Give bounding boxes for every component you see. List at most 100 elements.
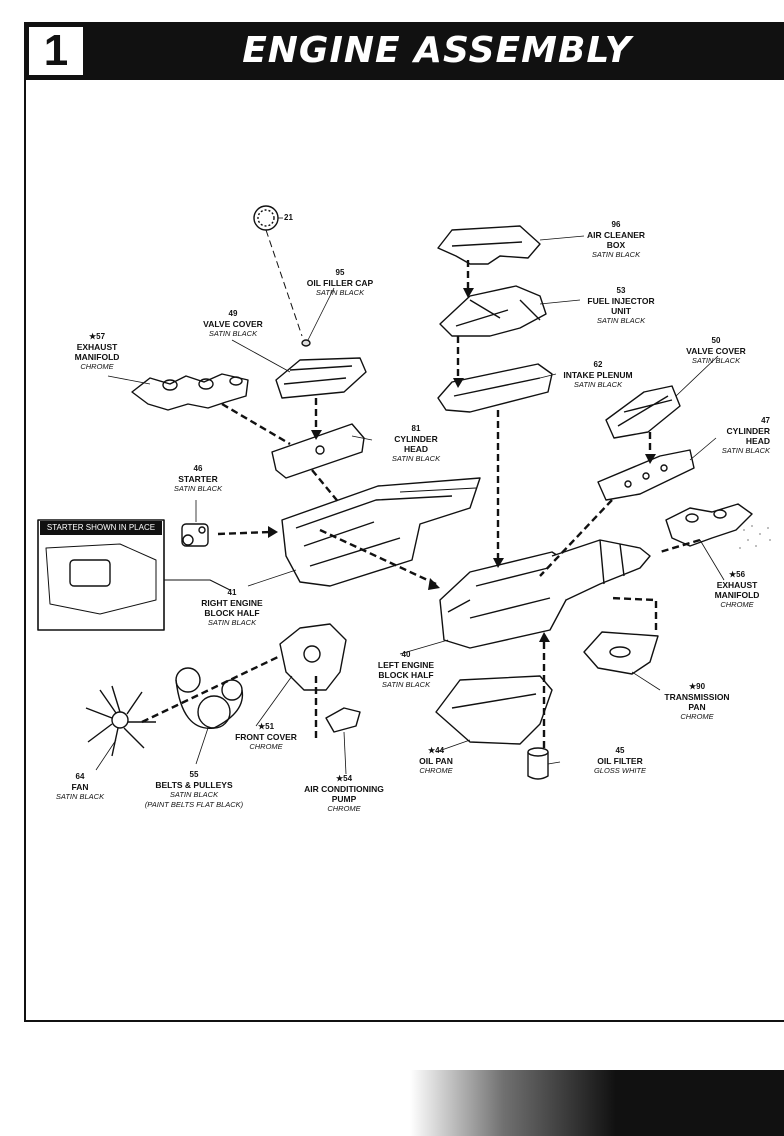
- front-cover-part: [279, 623, 347, 691]
- air-cleaner-box-part: [437, 225, 541, 265]
- footer-bar: [410, 1070, 784, 1136]
- part-name: CYLINDER HEAD: [394, 434, 438, 454]
- air-conditioning-pump-part: [325, 707, 361, 733]
- part-finish: SATIN BLACK: [381, 680, 431, 689]
- part-name: VALVE COVER: [203, 319, 263, 329]
- part-number: ★56: [728, 570, 746, 579]
- part-finish: CHROME: [720, 600, 754, 609]
- part-name: OIL PAN: [419, 756, 453, 766]
- part-finish: SATIN BLACK: [573, 380, 623, 389]
- fuel-injector-unit-part: [439, 285, 547, 337]
- part-name: AIR CLEANER BOX: [586, 230, 646, 250]
- part-number: 62: [593, 360, 603, 369]
- step-number: 1: [26, 24, 86, 78]
- part-name: STARTER: [178, 474, 218, 484]
- part-finish: SATIN BLACK: [55, 792, 105, 801]
- part-label-90: ★90 TRANSMISSION PAN CHROME: [652, 682, 742, 722]
- oil-pan-part: [435, 675, 553, 745]
- page-title: ENGINE ASSEMBLY: [242, 30, 632, 71]
- part-name: RIGHT ENGINE BLOCK HALF: [201, 598, 263, 618]
- part-number: 95: [335, 268, 345, 277]
- part-label-95: 95 OIL FILLER CAP SATIN BLACK: [290, 268, 390, 298]
- part-label-56: ★56 EXHAUST MANIFOLD CHROME: [704, 570, 770, 610]
- decal-part: [253, 205, 279, 231]
- part-label-44: ★44 OIL PAN CHROME: [404, 746, 468, 776]
- part-label-81: 81 CYLINDER HEAD SATIN BLACK: [372, 424, 460, 464]
- part-name: OIL FILLER CAP: [306, 278, 374, 288]
- part-number: ★90: [688, 682, 706, 691]
- starter-inset-frame: [37, 519, 231, 631]
- part-name: BELTS & PULLEYS: [155, 780, 233, 790]
- part-finish: SATIN BLACK: [391, 454, 441, 463]
- part-number: 41: [227, 588, 237, 597]
- part-name: TRANSMISSION PAN: [664, 692, 730, 712]
- part-label-45: 45 OIL FILTER GLOSS WHITE: [584, 746, 656, 776]
- part-name: AIR CONDITIONING PUMP: [304, 784, 384, 804]
- part-finish: SATIN BLACK: [208, 329, 258, 338]
- part-number: ★51: [257, 722, 275, 731]
- part-number: 49: [228, 309, 238, 318]
- part-note: (PAINT BELTS FLAT BLACK): [144, 800, 244, 809]
- part-name: VALVE COVER: [686, 346, 746, 356]
- part-label-46: 46 STARTER SATIN BLACK: [156, 464, 240, 494]
- part-name: INTAKE PLENUM: [563, 370, 633, 380]
- part-name: LEFT ENGINE BLOCK HALF: [377, 660, 435, 680]
- part-number: 64: [75, 772, 85, 781]
- exhaust-manifold-57-part: [131, 373, 249, 411]
- part-number: ★54: [335, 774, 353, 783]
- part-finish: SATIN BLACK: [207, 618, 257, 627]
- right-engine-block-part: [281, 477, 481, 587]
- part-finish: SATIN BLACK: [173, 484, 223, 493]
- starter-inset-label: STARTER SHOWN IN PLACE: [40, 521, 162, 535]
- part-finish: SATIN BLACK: [691, 356, 741, 365]
- part-finish: SATIN BLACK: [315, 288, 365, 297]
- part-label-50: 50 VALVE COVER SATIN BLACK: [676, 336, 756, 366]
- part-number: 55: [189, 770, 199, 779]
- part-number: 40: [401, 650, 411, 659]
- part-name: EXHAUST MANIFOLD: [714, 580, 760, 600]
- part-name: OIL FILTER: [597, 756, 643, 766]
- part-finish: SATIN BLACK: [596, 316, 646, 325]
- part-label-21: 21: [284, 213, 293, 223]
- exhaust-manifold-56-part: [665, 503, 753, 547]
- part-name: CYLINDER HEAD: [726, 426, 770, 446]
- transmission-pan-part: [583, 631, 659, 675]
- title-bar: [24, 22, 784, 80]
- part-label-51: ★51 FRONT COVER CHROME: [220, 722, 312, 752]
- part-label-55: 55 BELTS & PULLEYS SATIN BLACK (PAINT BE…: [136, 770, 252, 810]
- part-label-40: 40 LEFT ENGINE BLOCK HALF SATIN BLACK: [360, 650, 452, 690]
- part-label-57: ★57 EXHAUST MANIFOLD CHROME: [52, 332, 142, 372]
- part-label-64: 64 FAN SATIN BLACK: [48, 772, 112, 802]
- part-label-62: 62 INTAKE PLENUM SATIN BLACK: [552, 360, 644, 390]
- diagram-frame: [24, 80, 784, 1022]
- part-finish: CHROME: [327, 804, 361, 813]
- part-number: 47: [761, 416, 770, 425]
- part-finish: CHROME: [680, 712, 714, 721]
- part-number: ★44: [427, 746, 445, 755]
- left-engine-block-part: [439, 539, 651, 649]
- part-finish: CHROME: [419, 766, 453, 775]
- part-label-49: 49 VALVE COVER SATIN BLACK: [188, 309, 278, 339]
- valve-cover-49-part: [275, 357, 367, 399]
- part-label-53: 53 FUEL INJECTOR UNIT SATIN BLACK: [576, 286, 666, 326]
- cylinder-head-47-part: [597, 449, 695, 501]
- part-finish: CHROME: [80, 362, 114, 371]
- part-number: 53: [616, 286, 626, 295]
- part-finish: SATIN BLACK: [721, 446, 770, 455]
- part-number: ★57: [88, 332, 106, 341]
- oil-filler-cap-part: [301, 339, 311, 347]
- part-number: 50: [711, 336, 721, 345]
- starter-part: [181, 523, 209, 547]
- intake-plenum-part: [437, 363, 553, 413]
- part-finish: CHROME: [249, 742, 283, 751]
- part-label-47: 47 CYLINDER HEAD SATIN BLACK: [700, 416, 770, 456]
- valve-cover-50-part: [605, 385, 681, 439]
- part-number: 96: [611, 220, 621, 229]
- part-name: FAN: [71, 782, 89, 792]
- belts-pulleys-part: [175, 667, 244, 729]
- part-label-41: 41 RIGHT ENGINE BLOCK HALF SATIN BLACK: [186, 588, 278, 628]
- part-name: FUEL INJECTOR UNIT: [587, 296, 655, 316]
- part-number: 46: [193, 464, 203, 473]
- part-number: 81: [411, 424, 421, 433]
